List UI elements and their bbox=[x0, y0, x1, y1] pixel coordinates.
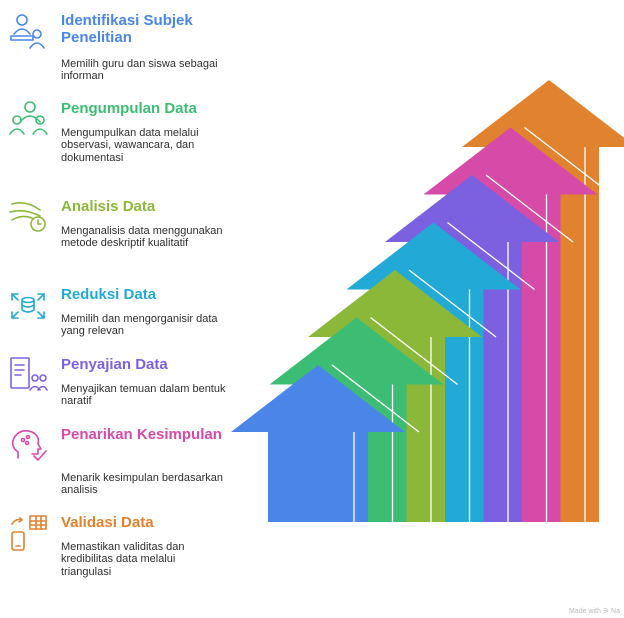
arrow-1 bbox=[231, 364, 420, 522]
head-check-icon bbox=[11, 430, 47, 461]
watermark: Made with ⚞ Na bbox=[568, 608, 620, 615]
step-title: Reduksi Data bbox=[61, 286, 157, 303]
step-title: Penyajian Data bbox=[61, 356, 168, 373]
step-description: Menganalisis data menggunakan metode des… bbox=[61, 225, 223, 250]
step-title: Pengumpulan Data bbox=[61, 100, 197, 117]
phone-table-icon bbox=[11, 515, 47, 551]
document-people-icon bbox=[10, 357, 48, 391]
step-title: Identifikasi Subjek Penelitian bbox=[61, 12, 193, 46]
step-description: Menyajikan temuan dalam bentuk naratif bbox=[61, 383, 226, 408]
step-title: Analisis Data bbox=[61, 198, 156, 215]
people-group-icon bbox=[9, 101, 48, 135]
teacher-student-icon bbox=[10, 14, 45, 49]
step-description: Menarik kesimpulan berdasarkan analisis bbox=[61, 472, 224, 497]
step-title: Penarikan Kesimpulan bbox=[61, 426, 222, 443]
database-compress-icon bbox=[11, 293, 45, 319]
step-description: Memilih dan mengorganisir data yang rele… bbox=[61, 313, 218, 338]
step-description: Memastikan validitas dan kredibilitas da… bbox=[61, 541, 185, 578]
step-description: Mengumpulkan data melalui observasi, waw… bbox=[61, 127, 199, 164]
step-title: Validasi Data bbox=[61, 514, 154, 531]
wind-clock-icon bbox=[9, 202, 46, 232]
step-description: Memilih guru dan siswa sebagai informan bbox=[61, 58, 218, 83]
